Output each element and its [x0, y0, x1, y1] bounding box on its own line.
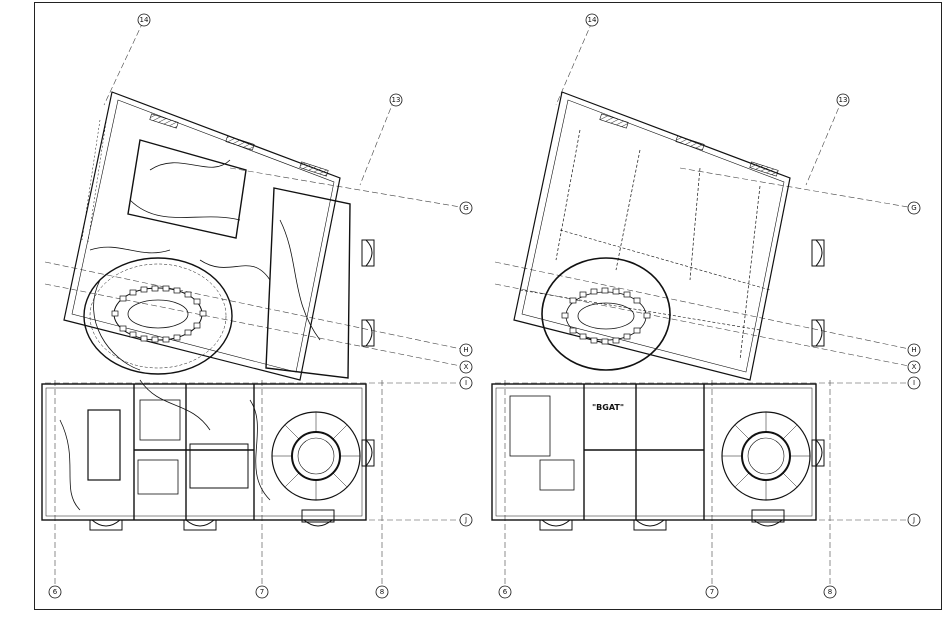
right-rotated-wing [513, 91, 791, 381]
right-window-bays [539, 239, 825, 531]
grid-label-7: 7 [260, 588, 264, 596]
grid-label-g: G [463, 204, 468, 212]
grid-label-h-right: H [911, 346, 916, 354]
left-spiral-stair [271, 411, 361, 501]
grid-label-g-right: G [911, 204, 916, 212]
left-grid-lines [44, 21, 467, 590]
grid-label-7-right: 7 [710, 588, 714, 596]
grid-label-14: 14 [140, 16, 149, 24]
right-floor-plan [491, 13, 921, 599]
left-grid-labels: 14 13 G H X I J 6 7 8 [53, 16, 469, 596]
grid-label-j: J [464, 516, 467, 524]
grid-label-x: X [464, 363, 469, 371]
bgat-label: "BGAT" [592, 403, 624, 412]
grid-label-h: H [463, 346, 468, 354]
left-floor-plan [41, 13, 473, 599]
grid-label-x-right: X [912, 363, 917, 371]
grid-label-6-right: 6 [503, 588, 508, 596]
right-grid-bubbles [498, 13, 921, 599]
right-lower-block [491, 383, 817, 521]
grid-label-8-right: 8 [828, 588, 832, 596]
drawing-frame [34, 2, 942, 610]
grid-label-13: 13 [392, 96, 401, 104]
grid-label-6: 6 [53, 588, 58, 596]
left-rotated-wing [63, 91, 351, 381]
grid-label-j-right: J [912, 516, 915, 524]
right-spiral-stair [721, 411, 811, 501]
left-circuit-wiring [59, 159, 321, 511]
grid-label-8: 8 [380, 588, 384, 596]
grid-label-13-right: 13 [839, 96, 848, 104]
left-chairs [111, 285, 207, 343]
right-grid-labels: 14 13 G H X I J 6 7 8 "BGAT" [503, 16, 917, 596]
left-oval-room [83, 257, 233, 375]
right-chairs [561, 287, 651, 345]
right-oval-room [541, 257, 671, 371]
grid-label-14-right: 14 [588, 16, 597, 24]
grid-label-i: I [465, 379, 467, 387]
left-grid-bubbles [48, 13, 473, 599]
left-window-bays [89, 239, 375, 531]
grid-label-i-right: I [913, 379, 915, 387]
